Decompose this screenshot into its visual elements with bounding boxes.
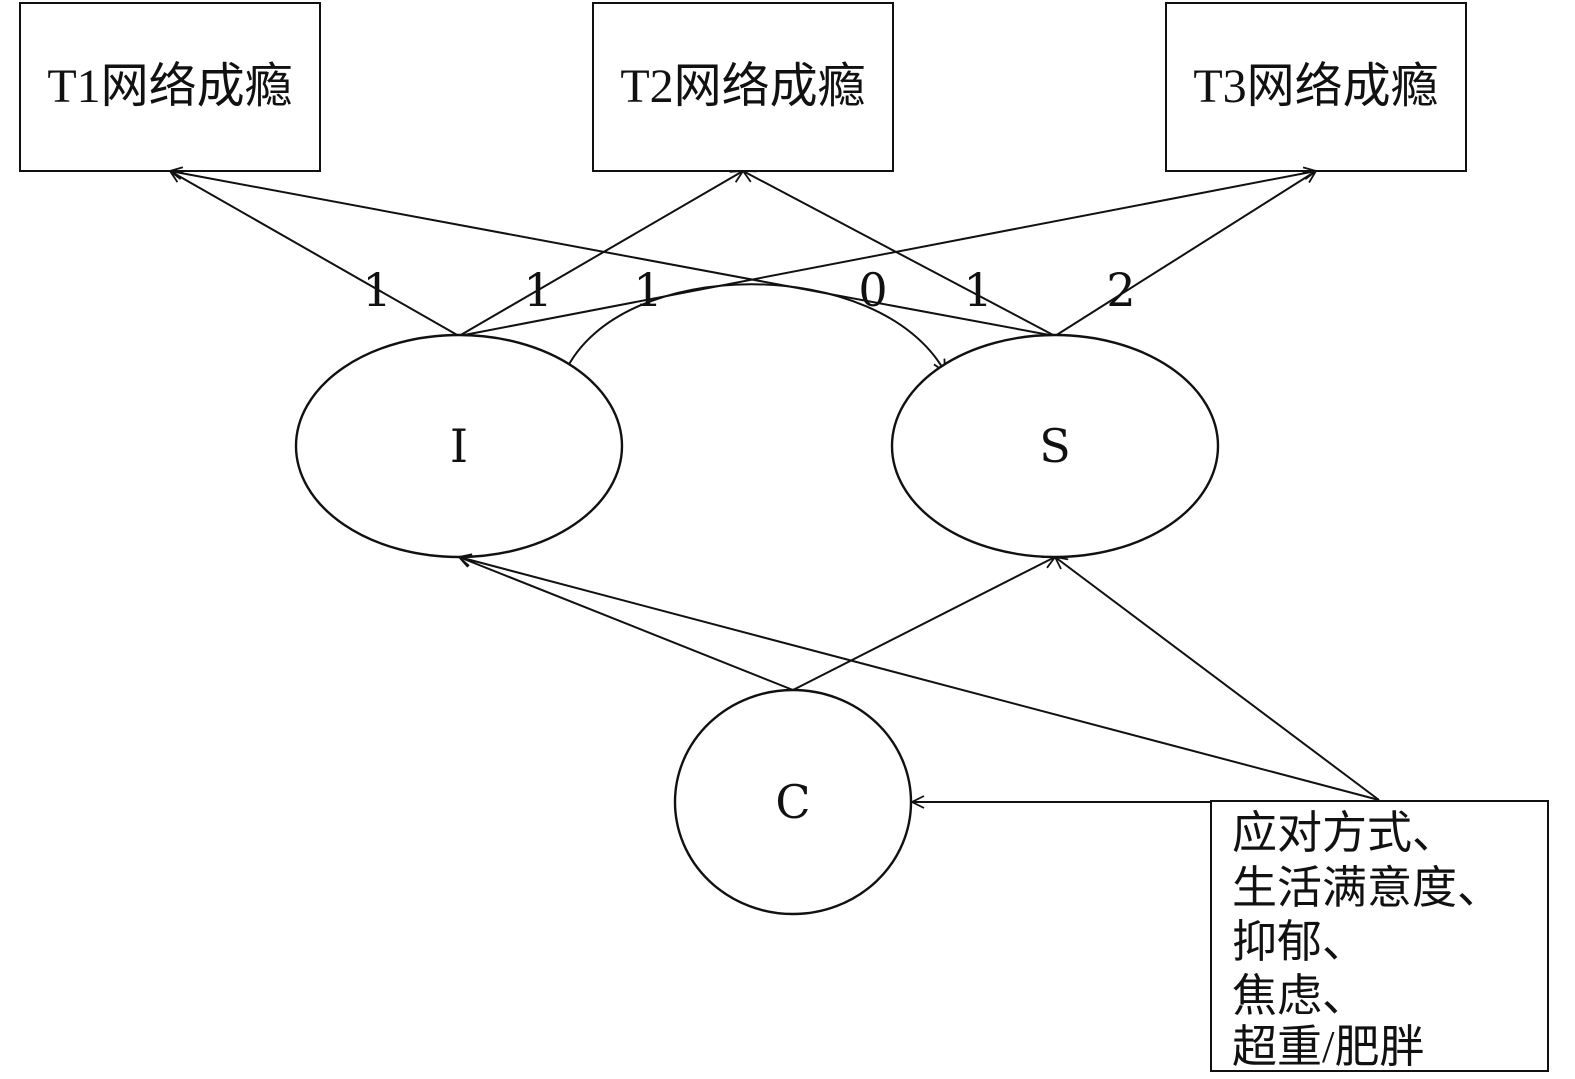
- loading-s-t1: 0: [858, 263, 887, 317]
- path-i-to-t1: [170, 171, 460, 337]
- t1-addiction-box: T1网络成瘾: [19, 2, 321, 172]
- slope-factor: S: [890, 333, 1220, 559]
- loading-i-t1: 1: [362, 263, 391, 317]
- path-predictors-to-s: [1055, 557, 1380, 801]
- intercept-factor-label: I: [450, 419, 468, 473]
- loading-s-t2: 1: [963, 263, 992, 317]
- predictors-box: 应对方式、 生活满意度、 抑郁、 焦虑、 超重/肥胖: [1210, 800, 1549, 1072]
- path-s-to-t1: [170, 171, 1056, 337]
- t1-addiction-label: T1网络成瘾: [47, 60, 292, 113]
- path-c-to-s: [792, 557, 1055, 691]
- covariance-arc-i-s: [565, 283, 945, 372]
- path-i-to-t2: [458, 171, 743, 337]
- loading-i-t2: 1: [523, 263, 552, 317]
- path-s-to-t2: [743, 171, 1056, 337]
- t3-addiction-box: T3网络成瘾: [1165, 2, 1467, 172]
- predictor-line-5: 超重/肥胖: [1232, 1022, 1425, 1072]
- predictor-line-4: 焦虑、: [1232, 971, 1367, 1021]
- t2-addiction-box: T2网络成瘾: [592, 2, 894, 172]
- predictor-line-2: 生活满意度、: [1232, 863, 1502, 913]
- slope-factor-label: S: [1039, 419, 1071, 473]
- path-i-to-t3: [458, 171, 1316, 337]
- predictor-line-3: 抑郁、: [1232, 917, 1367, 967]
- t2-addiction-label: T2网络成瘾: [620, 60, 865, 113]
- predictor-line-1: 应对方式、: [1232, 808, 1457, 858]
- path-predictors-to-i: [459, 557, 1380, 801]
- intercept-factor: I: [294, 333, 624, 559]
- class-factor-label: C: [775, 775, 810, 829]
- t3-addiction-label: T3网络成瘾: [1193, 60, 1438, 113]
- loading-s-t3: 2: [1106, 263, 1135, 317]
- loading-i-t3: 1: [633, 263, 662, 317]
- path-c-to-i: [459, 557, 794, 691]
- path-s-to-t3: [1054, 171, 1316, 337]
- class-factor: C: [673, 688, 913, 916]
